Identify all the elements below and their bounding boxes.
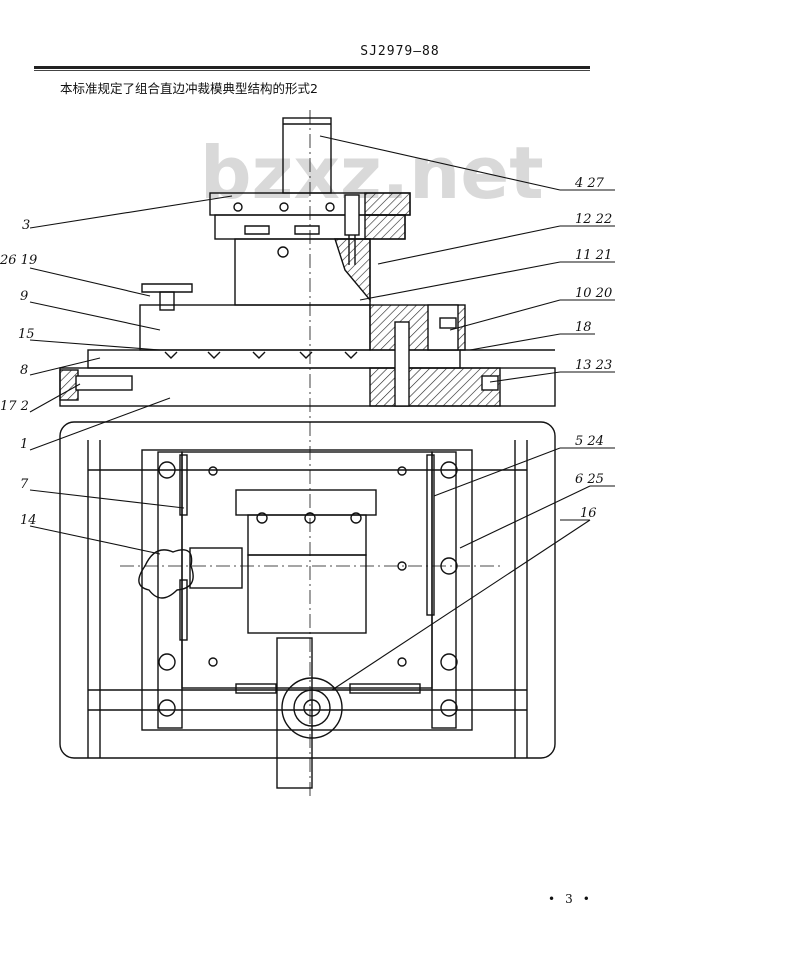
callout-17-2: 17 2 bbox=[0, 399, 29, 414]
callout-12-22: 12 22 bbox=[575, 212, 612, 227]
cap-screw bbox=[344, 194, 360, 236]
feed-slide bbox=[276, 637, 313, 789]
guide-bolt bbox=[394, 321, 410, 407]
intro-text: 本标准规定了组合直边冲裁模典型结构的形式2 bbox=[60, 81, 318, 96]
header-rule-thin bbox=[34, 70, 590, 71]
plan-view bbox=[59, 421, 556, 789]
callout-14: 14 bbox=[20, 513, 37, 528]
front-section-view bbox=[59, 110, 556, 800]
callout-16: 16 bbox=[580, 506, 597, 521]
header-rule bbox=[34, 66, 590, 69]
callout-15: 15 bbox=[18, 327, 35, 342]
callout-26-19: 26 19 bbox=[0, 253, 37, 268]
slide-frame bbox=[141, 449, 473, 731]
adjusting-screw bbox=[75, 375, 133, 391]
callout-6-25: 6 25 bbox=[575, 472, 604, 487]
callout-3: 3 bbox=[22, 218, 30, 233]
page-number: •3• bbox=[548, 892, 600, 906]
callout-10-20: 10 20 bbox=[575, 286, 612, 301]
adjuster-wheel bbox=[281, 677, 343, 739]
callout-11-21: 11 21 bbox=[575, 248, 612, 263]
callout-7: 7 bbox=[20, 477, 29, 492]
star-knob bbox=[138, 549, 194, 599]
callout-8: 8 bbox=[20, 363, 28, 378]
leader-lines bbox=[29, 135, 615, 691]
callout-4-27: 4 27 bbox=[574, 176, 605, 191]
callout-1: 1 bbox=[20, 437, 28, 452]
stripper-plate bbox=[139, 304, 371, 351]
die-block-plan bbox=[181, 451, 433, 689]
callout-13-23: 13 23 bbox=[575, 358, 612, 373]
standard-code: SJ2979—88 bbox=[360, 44, 440, 59]
callout-5-24: 5 24 bbox=[575, 434, 604, 449]
callout-9: 9 bbox=[20, 289, 28, 304]
callout-18: 18 bbox=[575, 320, 592, 335]
clamp-knob-side bbox=[141, 283, 193, 293]
punch-cavity bbox=[235, 489, 377, 516]
base-outline bbox=[59, 421, 556, 759]
